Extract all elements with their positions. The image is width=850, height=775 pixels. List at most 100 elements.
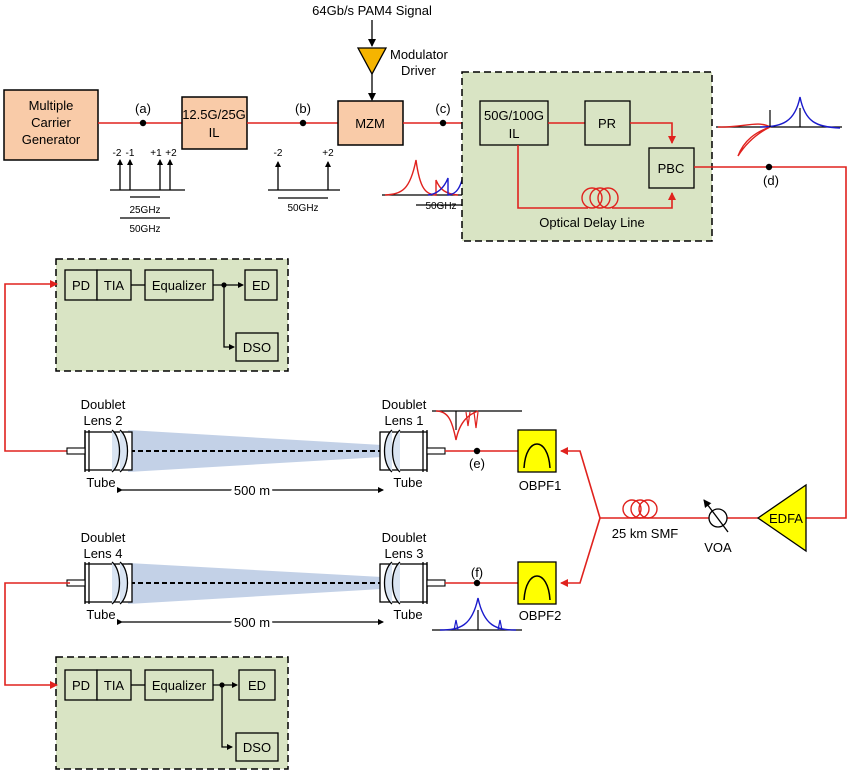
il2-line1: 50G/100G <box>484 108 544 123</box>
point-e-dot <box>473 447 481 455</box>
receiver-2: PD TIA Equalizer ED DSO <box>4 582 289 770</box>
spectrum-b: -2 +2 50GHz <box>268 148 340 214</box>
lens1-icon <box>383 429 401 473</box>
doublet-lens1-t2: Lens 1 <box>384 413 423 428</box>
spec-b-tick-m2: -2 <box>274 148 283 159</box>
voa-label: VOA <box>704 540 732 555</box>
rx2-eq: Equalizer <box>152 678 207 693</box>
obpf2-icon <box>523 575 551 601</box>
rx1-eq-box <box>144 269 214 301</box>
fiber-split-lower <box>560 517 601 587</box>
fiber-tube4-rx2 <box>4 582 70 689</box>
rx2-tia-box <box>96 669 132 701</box>
spec-b-tick-p2: +2 <box>322 148 334 159</box>
rx1-eq: Equalizer <box>152 278 207 293</box>
rx1-ed-box <box>244 269 278 301</box>
pr-label: PR <box>598 116 616 131</box>
fiber-span: 25 km SMF VOA EDFA <box>560 447 807 587</box>
rx2-eq-box <box>144 669 214 701</box>
rx1-pd-box <box>64 269 98 301</box>
spectrum-a: -2 -1 +1 +2 25GHz 50GHz <box>110 148 185 235</box>
spec-a-25ghz: 25GHz <box>129 205 160 216</box>
rx2-pd-box <box>64 669 98 701</box>
rx2-tia: TIA <box>104 678 125 693</box>
doublet-lens3-t1: Doublet <box>382 530 427 545</box>
obpf1-label: OBPF1 <box>519 478 562 493</box>
doublet-lens3-t2: Lens 3 <box>384 546 423 561</box>
carrier-gen-line2: Carrier <box>31 115 71 130</box>
rx2-dso-box <box>235 732 279 762</box>
il2-box <box>479 100 549 146</box>
voa-arrow <box>703 499 729 533</box>
spectrum-e <box>432 410 522 441</box>
rx1-dso-box <box>235 332 279 362</box>
point-a-label: (a) <box>135 101 151 116</box>
lens2-icon <box>111 429 129 473</box>
lens4-icon <box>111 561 129 605</box>
obpf1-icon <box>523 443 551 469</box>
mzm-label: MZM <box>355 116 385 131</box>
tube-2-label: Tube <box>86 475 115 490</box>
driver-label-2: Driver <box>401 63 436 78</box>
rx1-dso: DSO <box>243 340 271 355</box>
point-a-dot <box>139 119 147 127</box>
spectrum-d <box>716 96 842 157</box>
rx2-dso: DSO <box>243 740 271 755</box>
spec-a-tick-p2: +2 <box>165 148 177 159</box>
obpf2-label: OBPF2 <box>519 608 562 623</box>
spec-a-50ghz: 50GHz <box>129 224 160 235</box>
spec-a-tick-p1: +1 <box>150 148 162 159</box>
tube-1-label: Tube <box>393 475 422 490</box>
point-e-label: (e) <box>469 456 485 471</box>
smf-coil-icon <box>622 499 658 519</box>
rx1-tia: TIA <box>104 278 125 293</box>
receiver-1: PD TIA Equalizer ED DSO <box>4 258 289 452</box>
point-c-dot <box>439 119 447 127</box>
rx1-ed: ED <box>252 278 270 293</box>
carrier-gen-line3: Generator <box>22 132 81 147</box>
rx2-ed: ED <box>248 678 266 693</box>
carrier-gen-line1: Multiple <box>29 98 74 113</box>
point-f-label: (f) <box>471 565 483 580</box>
point-f-dot <box>473 579 481 587</box>
delay-coil-icon <box>581 187 619 209</box>
spec-a-tick-m2: -2 <box>113 148 122 159</box>
edfa-icon <box>756 483 807 553</box>
odl-label: Optical Delay Line <box>539 215 645 230</box>
il1-box <box>181 96 248 150</box>
fso-link-1: Doublet Lens 2 Tube Doublet Lens 1 Tube … <box>66 397 562 501</box>
mzm-box <box>337 100 404 146</box>
fiber-delay-line <box>517 145 588 209</box>
fso-link-2: Doublet Lens 4 Tube Doublet Lens 3 Tube … <box>66 530 562 633</box>
spec-c-50ghz: 50GHz <box>425 201 456 212</box>
tube-3-label: Tube <box>393 607 422 622</box>
doublet-lens1-t1: Doublet <box>382 397 427 412</box>
doublet-lens4-t2: Lens 4 <box>83 546 122 561</box>
lens3-icon <box>383 561 401 605</box>
pbc-label: PBC <box>658 161 685 176</box>
smf-label: 25 km SMF <box>612 526 679 541</box>
rx2-ed-box <box>238 669 276 701</box>
modulator-driver-icon <box>356 47 388 76</box>
rx2-pd: PD <box>72 678 90 693</box>
distance-1-label: 500 m <box>234 483 270 498</box>
fiber-delay-pbc <box>612 192 676 209</box>
il1-line2: IL <box>209 125 220 140</box>
doublet-lens2-t1: Doublet <box>81 397 126 412</box>
point-c-label: (c) <box>435 101 450 116</box>
point-b-label: (b) <box>295 101 311 116</box>
fiber-pr-pbc <box>630 122 676 144</box>
signal-label: 64Gb/s PAM4 Signal <box>312 3 432 18</box>
fiber-tube2-rx1 <box>4 280 70 452</box>
point-b-dot <box>299 119 307 127</box>
edfa-label: EDFA <box>769 511 803 526</box>
tube-4-label: Tube <box>86 607 115 622</box>
doublet-lens2-t2: Lens 2 <box>83 413 122 428</box>
distance-2-label: 500 m <box>234 615 270 630</box>
point-d-label: (d) <box>763 173 779 188</box>
il2-line2: IL <box>509 126 520 141</box>
il1-line1: 12.5G/25G <box>182 107 246 122</box>
point-d-dot <box>765 163 773 171</box>
spec-a-tick-m1: -1 <box>126 148 135 159</box>
